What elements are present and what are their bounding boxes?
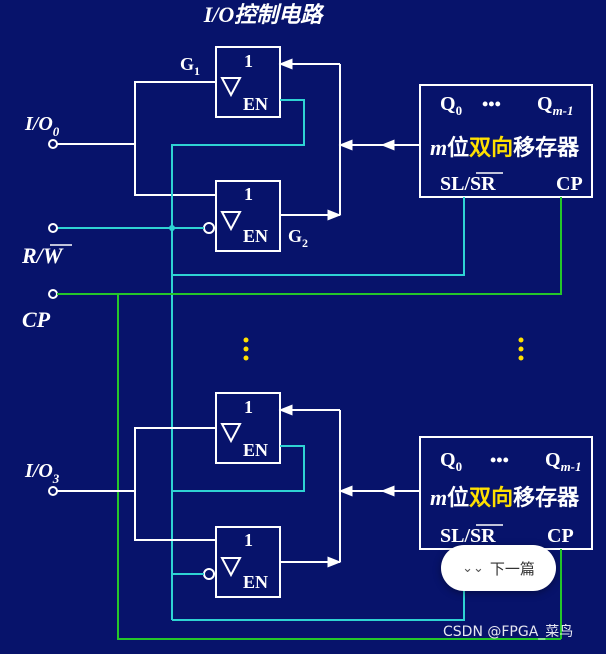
svg-text:SL/SR: SL/SR [440,173,496,195]
io0-terminal [48,139,58,149]
vertical-ellipsis-left [243,337,249,361]
g2-label: G2 [288,226,308,250]
csdn-watermark: CSDN @FPGA_菜鸟 [443,624,574,640]
svg-text:EN: EN [243,440,268,460]
svg-text:CP: CP [556,173,583,195]
svg-text:1: 1 [244,184,253,204]
rw-label: R/W [21,243,64,268]
svg-text:1: 1 [244,397,253,417]
cp-label: CP [22,307,51,332]
vertical-ellipsis-right [518,337,524,361]
svg-text:Q0: Q0 [440,93,462,118]
svg-text:•••: ••• [490,450,509,470]
g1-label: G1 [180,54,200,78]
bidirectional-shift-register-top: Q0 ••• Qm-1 m位双向移存器 SL/SR CP [419,84,593,198]
svg-text:Qm-1: Qm-1 [545,449,582,474]
svg-text:Qm-1: Qm-1 [537,93,574,118]
svg-text:1: 1 [244,51,253,71]
double-chevron-down-icon: ⌄⌄ [462,560,484,576]
inverter-bubble [203,222,215,234]
svg-text:EN: EN [243,572,268,592]
inverter-bubble [203,568,215,580]
svg-text:m位双向移存器: m位双向移存器 [430,135,580,160]
svg-text:EN: EN [243,94,268,114]
junction-dot [169,225,175,231]
cp-terminal [48,289,58,299]
svg-text:EN: EN [243,226,268,246]
io0-label: I/O0 [24,113,60,139]
svg-text:CP: CP [547,525,574,547]
tri-state-buffer-g1: 1 EN [215,46,281,118]
next-article-label: 下一篇 [489,559,535,578]
diagram-title: I/O控制电路 [203,2,326,27]
bidirectional-shift-register-bottom: Q0 ••• Qm-1 m位双向移存器 SL/SR CP [419,436,593,550]
tri-state-buffer-g2: 1 EN [203,180,281,252]
svg-text:1: 1 [244,530,253,550]
next-article-button[interactable]: ⌄⌄ 下一篇 [441,545,556,591]
io3-label: I/O3 [24,460,60,486]
rw-terminal [48,223,58,233]
tri-state-buffer-bottom-upper: 1 EN [215,392,281,464]
tri-state-buffer-bottom-lower: 1 EN [203,526,281,598]
io3-terminal [48,486,58,496]
svg-text:•••: ••• [482,94,501,114]
svg-text:m位双向移存器: m位双向移存器 [430,485,580,510]
svg-text:SL/SR: SL/SR [440,525,496,547]
svg-text:Q0: Q0 [440,449,462,474]
